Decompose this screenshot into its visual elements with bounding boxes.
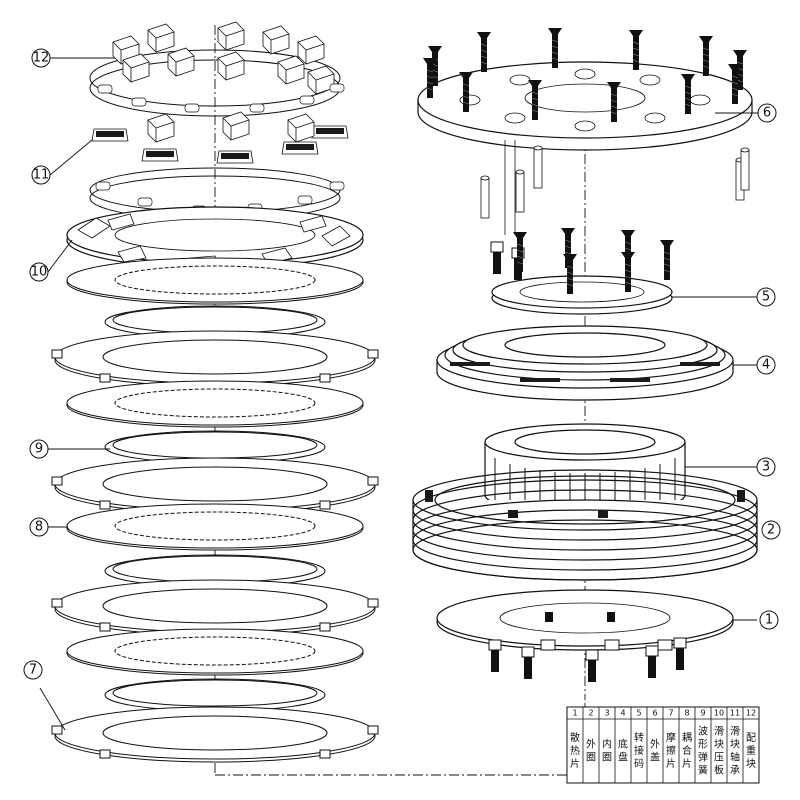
slider-bearing-ring bbox=[89, 111, 349, 221]
svg-text:3: 3 bbox=[762, 460, 770, 475]
legend-part-name: 转接码 bbox=[634, 731, 644, 770]
callout-6: 6 bbox=[757, 103, 777, 123]
legend-part-number: 3 bbox=[604, 709, 609, 718]
legend-part-name: 波形弹簧 bbox=[698, 724, 708, 776]
callout-7: 7 bbox=[23, 660, 43, 680]
legend-part-number: 5 bbox=[636, 709, 641, 718]
svg-text:6: 6 bbox=[763, 106, 771, 121]
legend-part-name: 散热片 bbox=[570, 731, 580, 770]
legend-part-name: 耦合片 bbox=[682, 732, 692, 770]
legend-part-number: 7 bbox=[668, 709, 673, 718]
svg-text:10: 10 bbox=[31, 265, 48, 280]
legend-part-name: 滑块压板 bbox=[714, 725, 724, 776]
friction-plates-stack bbox=[51, 257, 379, 763]
legend-part-number: 1 bbox=[572, 709, 577, 718]
legend-part-number: 6 bbox=[652, 709, 657, 718]
legend-part-number: 10 bbox=[714, 709, 724, 718]
svg-text:7: 7 bbox=[29, 663, 37, 678]
callout-9: 9 bbox=[29, 439, 49, 459]
legend-part-name: 摩擦片 bbox=[666, 731, 676, 770]
legend-part-name: 外盖 bbox=[650, 738, 660, 763]
legend-part-name: 内圈 bbox=[602, 737, 612, 763]
callout-3: 3 bbox=[756, 457, 776, 477]
callout-8: 8 bbox=[29, 517, 49, 537]
svg-text:9: 9 bbox=[35, 442, 43, 457]
heat-sink-plate bbox=[436, 589, 734, 683]
legend-part-number: 2 bbox=[588, 709, 593, 718]
callout-5: 5 bbox=[756, 287, 776, 307]
callouts bbox=[39, 57, 758, 731]
legend-part-name: 配重块 bbox=[746, 732, 756, 770]
outer-ring bbox=[412, 469, 758, 581]
legend-part-number: 12 bbox=[746, 709, 756, 718]
counterweight-ring bbox=[89, 21, 345, 117]
svg-text:12: 12 bbox=[33, 51, 50, 66]
guide-pins bbox=[480, 140, 750, 235]
svg-text:5: 5 bbox=[762, 290, 770, 305]
parts-legend-table: 1 散热片 2 外圈 3 内圈 4 底盘 5 转接码 6 外盖 7 摩擦片 8 耦合片 9 波形弹簧 10 滑块压板 1… bbox=[566, 706, 760, 784]
svg-text:4: 4 bbox=[762, 358, 770, 373]
outer-cover bbox=[417, 27, 753, 151]
callout-2: 2 bbox=[761, 520, 781, 540]
callout-11: 11 bbox=[31, 165, 51, 185]
legend-part-number: 9 bbox=[700, 709, 705, 718]
chassis-plate bbox=[436, 325, 734, 401]
callout-1: 1 bbox=[759, 610, 779, 630]
callout-10: 10 bbox=[29, 262, 49, 282]
callout-12: 12 bbox=[31, 48, 51, 68]
svg-text:2: 2 bbox=[767, 523, 775, 538]
svg-text:11: 11 bbox=[33, 168, 50, 183]
legend-part-number: 11 bbox=[730, 709, 740, 718]
svg-text:1: 1 bbox=[765, 613, 773, 628]
legend-part-name: 滑块轴承 bbox=[730, 725, 740, 776]
legend-part-number: 4 bbox=[620, 709, 625, 718]
legend-part-number: 8 bbox=[684, 709, 689, 718]
legend-part-name: 外圈 bbox=[586, 738, 596, 763]
callout-4: 4 bbox=[756, 355, 776, 375]
adapter-ring bbox=[490, 227, 675, 315]
slider-pressure-plate bbox=[66, 206, 364, 269]
legend-part-name: 底盘 bbox=[618, 737, 628, 763]
svg-text:8: 8 bbox=[35, 520, 43, 535]
